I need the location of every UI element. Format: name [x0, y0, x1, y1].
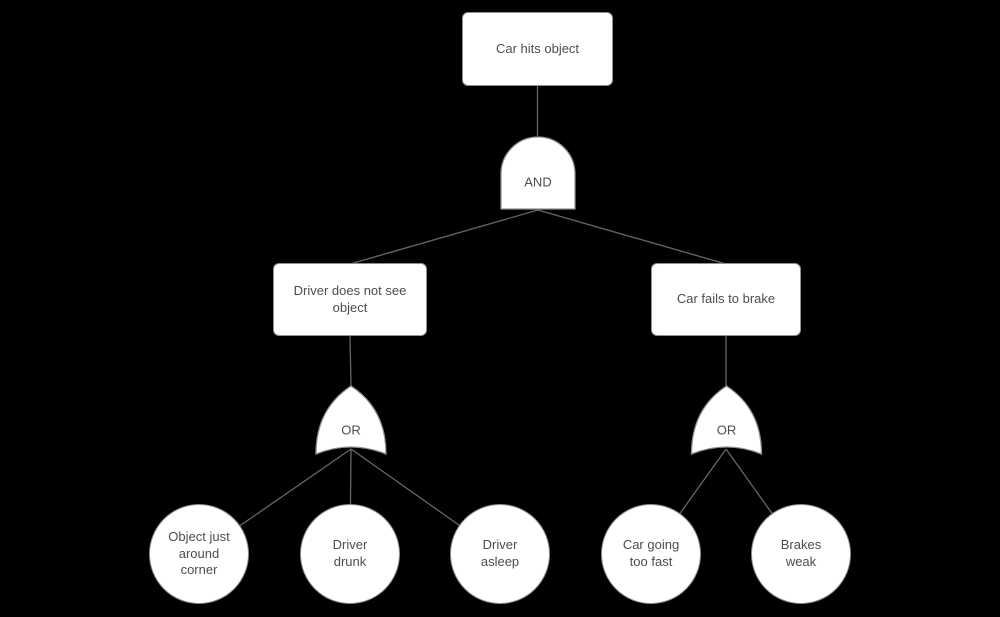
node-object-just-around-corner[interactable]: Object just around corner [149, 504, 249, 604]
edge-and-to-left [349, 209, 539, 265]
node-top-event-label: Car hits object [495, 40, 580, 56]
node-car-fails-to-brake[interactable]: Car fails to brake [651, 263, 801, 336]
node-car-fails-to-brake-label: Car fails to brake [676, 291, 776, 307]
node-brakes-weak-label: Brakes weak [780, 537, 822, 569]
node-driver-drunk-label: Driver drunk [332, 537, 368, 569]
node-brakes-weak[interactable]: Brakes weak [751, 504, 851, 604]
or-gate-left-label: OR [341, 422, 361, 438]
node-object-just-around-corner-label: Object just around corner [168, 528, 230, 578]
or-gate-right[interactable]: OR [690, 385, 763, 455]
node-driver-does-not-see-object[interactable]: Driver does not see object [273, 263, 427, 336]
or-gate-right-shape [690, 385, 763, 455]
or-gate-right-label: OR [716, 422, 737, 438]
edge-and-to-right [537, 209, 727, 265]
edge-left-to-or [349, 335, 352, 387]
node-top-event[interactable]: Car hits object [462, 12, 613, 86]
node-car-going-too-fast[interactable]: Car going too fast [601, 504, 701, 604]
node-driver-asleep-label: Driver asleep [480, 537, 520, 569]
node-driver-asleep[interactable]: Driver asleep [450, 504, 550, 604]
or-gate-left[interactable]: OR [315, 385, 387, 455]
node-driver-drunk[interactable]: Driver drunk [300, 504, 400, 604]
and-gate-label: AND [524, 174, 552, 190]
node-driver-does-not-see-object-label: Driver does not see object [293, 282, 407, 315]
node-car-going-too-fast-label: Car going too fast [622, 537, 680, 569]
and-gate-shape [500, 136, 576, 210]
and-gate[interactable]: AND [500, 136, 576, 210]
or-gate-left-shape [315, 385, 387, 455]
